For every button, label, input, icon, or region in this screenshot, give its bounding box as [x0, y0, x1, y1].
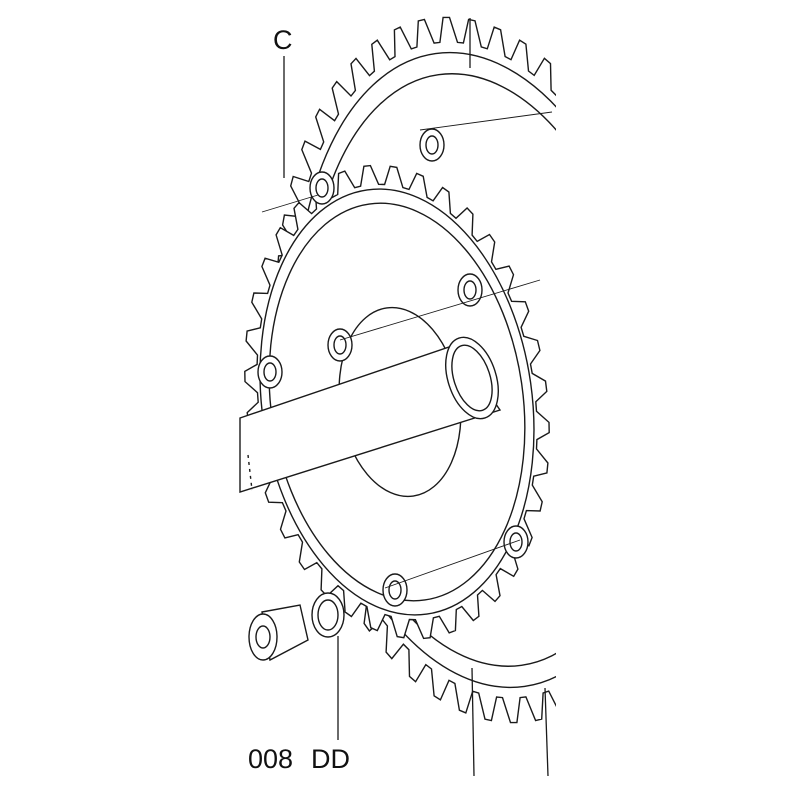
chainring-bolt-hole: [463, 280, 477, 300]
chainring-bolt-hole: [263, 362, 277, 382]
chainring-bolt-hole: [388, 580, 402, 600]
chainring-bolt-hole: [509, 532, 523, 552]
label-part-number: 008: [248, 744, 294, 774]
leader-lines: [261, 18, 553, 777]
chainring-bolt-hole: [333, 335, 347, 355]
label-dd: DD: [311, 744, 350, 774]
spindle: [239, 336, 502, 493]
clip-mask: [556, 0, 800, 800]
chainring-bolt-hole: [425, 135, 439, 155]
exploded-hardware: [248, 592, 345, 662]
chainring-bolts: [257, 128, 529, 607]
leader-bottom-1: [471, 667, 475, 777]
chainring-bolt-hole: [315, 178, 329, 198]
label-c: C: [273, 25, 293, 55]
spindle-body: [239, 344, 502, 493]
leader-bottom-2: [544, 687, 549, 777]
